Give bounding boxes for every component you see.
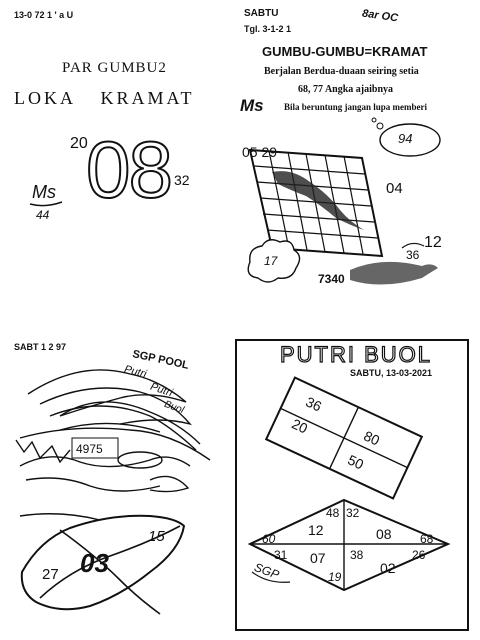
diamond-number-31: 31 (274, 548, 288, 562)
diamond-number-32: 32 (346, 506, 360, 520)
number-right: 32 (174, 172, 190, 188)
title: PAR GUMBU2 (62, 60, 167, 76)
panel-par-gumbu2: 13-0 72 1 ' a U PAR GUMBU2 LOKA KRAMAT 2… (0, 0, 232, 320)
diamond-number-48: 48 (326, 506, 340, 520)
map-top-numbers: 05 29 (242, 144, 278, 160)
diamond-number-07: 07 (310, 550, 326, 566)
diamond-number-38: 38 (350, 548, 364, 562)
day-label: SABTU (244, 8, 279, 19)
number-36: 36 (406, 248, 420, 262)
diamond-number-08: 08 (376, 526, 392, 542)
day-label: SABT 1 2 97 (14, 342, 67, 352)
diamond-number-12: 12 (308, 522, 324, 538)
ms-label: Ms (240, 96, 264, 115)
line-1: Berjalan Berdua-duaan seiring setia (264, 66, 419, 77)
scribble-art (15, 369, 211, 615)
ms-underline (29, 201, 63, 207)
map-illustration (247, 117, 441, 285)
number-27: 27 (42, 566, 59, 583)
bubble-number: 94 (398, 131, 413, 146)
number-top-left: 20 (70, 135, 88, 152)
date-label: SABTU, 13-03-2021 (350, 368, 433, 378)
panel-putri-buol: PUTRI BUOL SABTU, 13-03-2021 36 20 80 50… (232, 320, 480, 640)
diamond-number-68: 68 (420, 532, 434, 546)
number-4975: 4975 (76, 442, 103, 456)
diamond-number-26: 26 (412, 548, 426, 562)
number-12: 12 (424, 234, 442, 251)
diamond-number-02: 02 (380, 560, 396, 576)
line-3: Bila beruntung jangan lupa memberi (284, 102, 428, 112)
number-15: 15 (148, 528, 165, 545)
subtitle: LOKA KRAMAT (14, 88, 195, 108)
date-label: 13-0 72 1 ' a U (14, 10, 74, 20)
diamond-number-60: 60 (262, 532, 276, 546)
tgl-label: Tgl. 3-1-2 1 (244, 24, 292, 34)
panel-gumbu-kramat: SABTU Tgl. 3-1-2 1 8ar OC GUMBU-GUMBU=KR… (232, 0, 480, 320)
map-right-number: 04 (386, 180, 403, 197)
number-03: 03 (80, 548, 109, 578)
big-number: 08 (85, 125, 174, 214)
number-7340: 7340 (318, 272, 345, 286)
title: GUMBU-GUMBU=KRAMAT (262, 44, 428, 59)
ms-number: 44 (36, 208, 50, 222)
ms-label: Ms (32, 182, 56, 202)
title: PUTRI BUOL (279, 341, 433, 367)
panel-sgp-pool: SABT 1 2 97 SGP POOL Putri Putri Buol 49… (0, 320, 232, 640)
diamond-number-19: 19 (328, 570, 342, 584)
putri-buol-frame (235, 339, 469, 631)
line-2: 68, 77 Angka ajaibnya (298, 84, 394, 95)
cloud-number: 17 (264, 254, 278, 268)
